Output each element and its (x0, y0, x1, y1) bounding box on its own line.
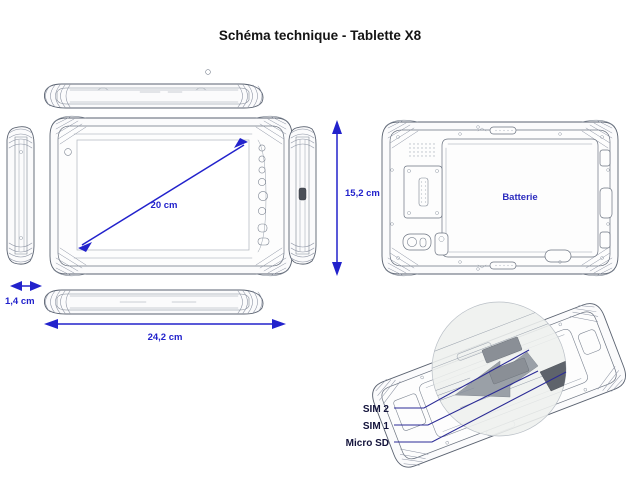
front-button-column (257, 139, 270, 253)
view-left-edge (6, 126, 35, 265)
dimension-width: 24,2 cm (44, 319, 286, 343)
callout-microsd-label: Micro SD (346, 438, 389, 449)
connector-panel (403, 165, 443, 219)
dimension-width-label: 24,2 cm (148, 332, 183, 343)
battery-compartment (441, 138, 599, 258)
dimension-diagonal: 20 cm (78, 138, 248, 252)
view-top-edge (43, 69, 264, 109)
dimension-height: 15,2 cm (332, 120, 380, 276)
view-bottom-edge (43, 289, 264, 315)
rear-camera-module (402, 232, 449, 256)
view-back: Batterie (381, 119, 619, 277)
battery-latches (476, 125, 517, 271)
callout-sim2-label: SIM 2 (363, 404, 390, 415)
sim1-card (488, 357, 530, 385)
battery-label: Batterie (502, 192, 537, 203)
sim2-card (481, 336, 523, 364)
page-title: Schéma technique - Tablette X8 (219, 28, 422, 43)
view-right-edge (288, 126, 317, 265)
view-front: 20 cm (49, 115, 293, 277)
back-screws (390, 132, 610, 264)
speaker-grille (409, 143, 435, 157)
callout-leaders (394, 349, 567, 443)
view-detail-slots: SIM 2 SIM 1 Micro SD (346, 301, 626, 468)
callout-sim1-label: SIM 1 (363, 421, 390, 432)
dimension-diagonal-label: 20 cm (151, 200, 178, 211)
microsd-card (539, 354, 566, 392)
right-edge-port (298, 187, 307, 201)
dimension-height-label: 15,2 cm (345, 188, 380, 199)
dimension-thickness: 1,4 cm (5, 281, 42, 307)
dimension-thickness-label: 1,4 cm (5, 296, 35, 307)
